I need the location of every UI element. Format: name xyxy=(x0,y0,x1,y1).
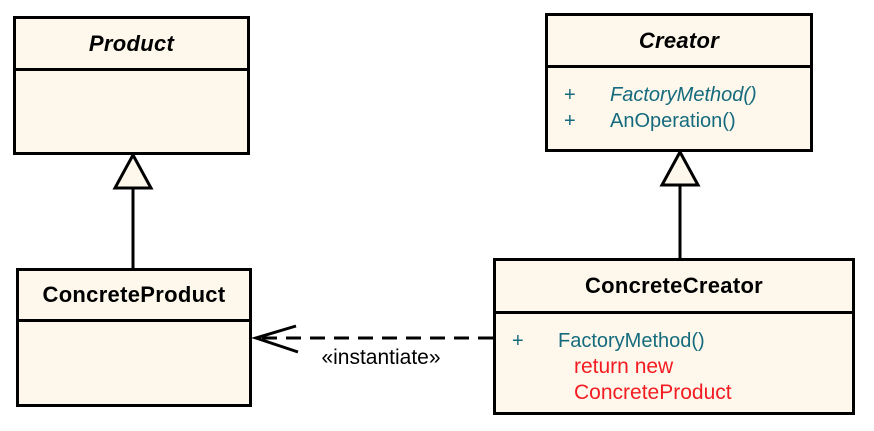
generalization-triangle-icon xyxy=(112,151,154,190)
method-label: FactoryMethod() xyxy=(558,330,705,352)
class-box-product: Product xyxy=(13,16,250,155)
class-title-concrete-product: ConcreteProduct xyxy=(19,271,249,322)
class-title-creator: Creator xyxy=(548,16,810,68)
visibility-plus: + xyxy=(564,84,576,106)
open-arrowhead-icon xyxy=(251,324,299,354)
method-label: FactoryMethod() xyxy=(610,84,757,106)
class-title-concrete-creator: ConcreteCreator xyxy=(496,261,852,314)
method-factorymethod-abstract: + FactoryMethod() xyxy=(548,82,810,108)
generalization-triangle-icon xyxy=(659,148,701,187)
code-annotation-line-1: return new xyxy=(574,355,674,378)
method-label: AnOperation() xyxy=(610,110,736,132)
class-box-concrete-creator: ConcreteCreator + FactoryMethod() return… xyxy=(493,258,855,415)
method-factorymethod-impl: + FactoryMethod() xyxy=(496,328,852,354)
dependency-label-instantiate: «instantiate» xyxy=(321,346,441,369)
class-body-creator: + FactoryMethod() + AnOperation() xyxy=(548,68,810,134)
class-body-concrete-creator: + FactoryMethod() return new ConcretePro… xyxy=(496,314,852,406)
class-box-concrete-product: ConcreteProduct xyxy=(16,268,252,407)
class-title-product: Product xyxy=(16,19,247,71)
visibility-plus: + xyxy=(564,110,576,132)
class-box-creator: Creator + FactoryMethod() + AnOperation(… xyxy=(545,13,813,152)
method-anoperation: + AnOperation() xyxy=(548,108,810,134)
visibility-plus: + xyxy=(512,330,524,352)
code-annotation-line-2: ConcreteProduct xyxy=(574,381,732,404)
